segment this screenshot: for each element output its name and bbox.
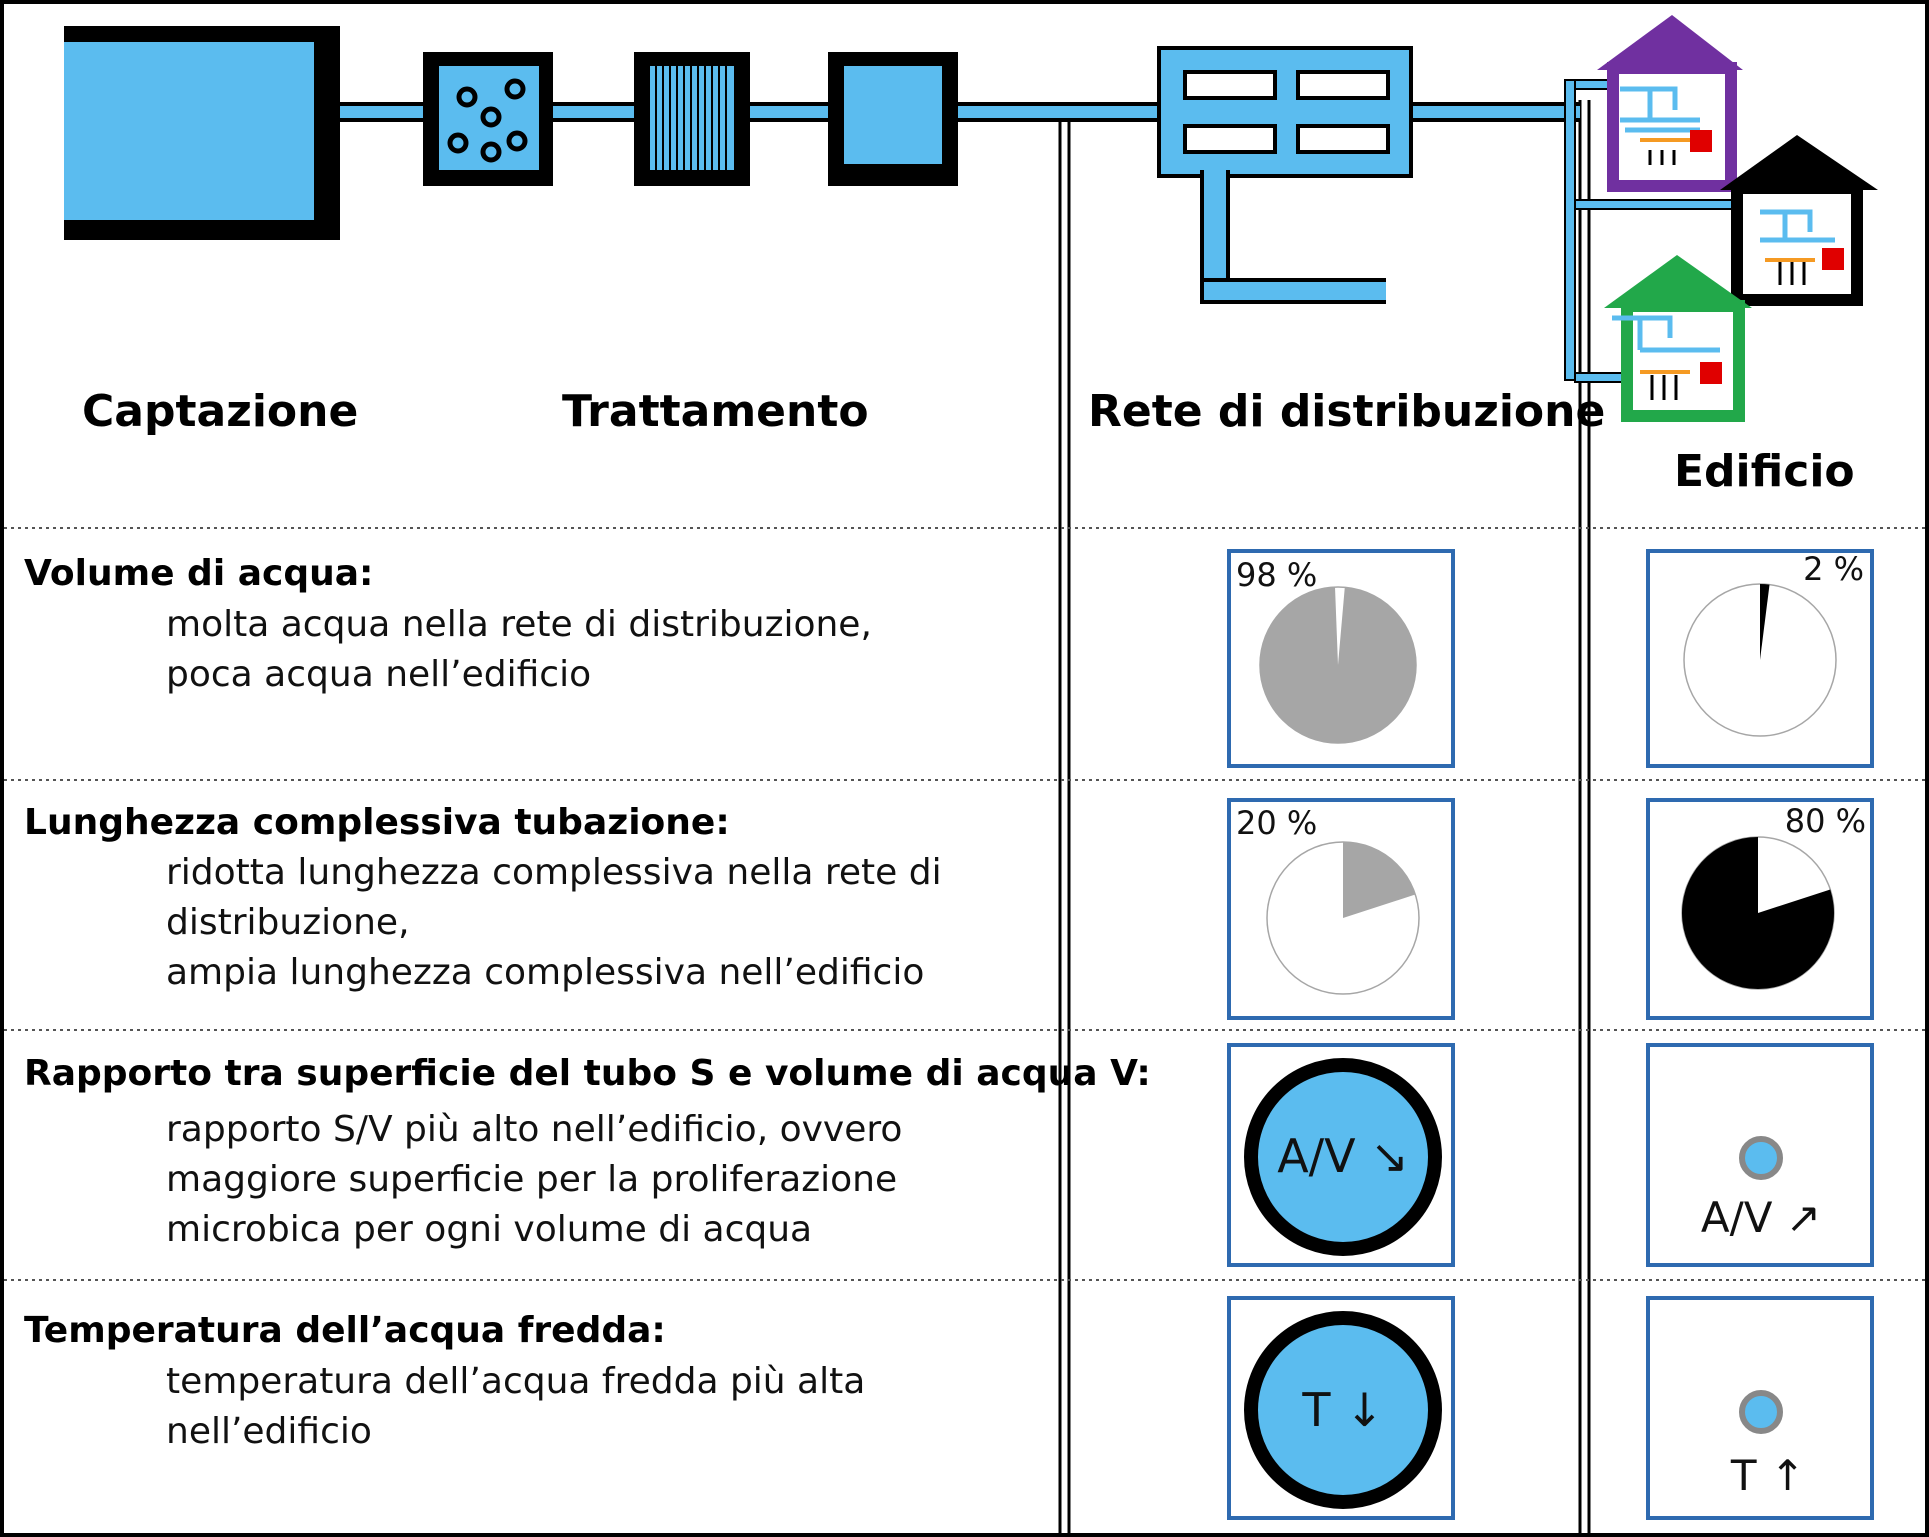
row2-description: ridotta lunghezza complessiva nella rete… (166, 852, 942, 993)
row1-edificio-pie-slice (1760, 584, 1770, 660)
row1-rete-panel: 98 % (1227, 549, 1455, 768)
row2-rete-pie-slice (1343, 842, 1416, 918)
house-black-icon (1720, 135, 1878, 306)
row2-rete-panel: 20 % (1227, 798, 1455, 1020)
row3-edificio-value: A/V ↗ (1701, 1193, 1821, 1242)
small-pipe-section-icon (1739, 1136, 1783, 1180)
row2-title: Lunghezza complessiva tubazione: (24, 802, 730, 843)
row1-rete-pie-slice (1259, 587, 1416, 743)
row4-rete-value: T ↓ (1301, 1383, 1383, 1437)
stage-captazione: Captazione (82, 386, 359, 437)
row4-title: Temperatura dell’acqua fredda: (24, 1310, 666, 1351)
column-separators (1058, 100, 1591, 1533)
stage-trattamento: Trattamento (562, 386, 869, 437)
row1-edificio-panel: 2 % (1646, 549, 1874, 768)
row1-rete-value: 98 % (1236, 556, 1317, 594)
row2-edificio-value: 80 % (1785, 802, 1866, 840)
row1-edificio-value: 2 % (1803, 550, 1864, 588)
row2-edificio-pie-slice (1682, 837, 1834, 989)
filter-unit-icon (634, 52, 750, 186)
stage-edificio: Edificio (1674, 446, 1855, 497)
row-separators (4, 527, 1925, 1281)
large-pipe-section-icon (1244, 1058, 1442, 1256)
distribution-network-icon (1157, 46, 1413, 304)
large-pipe-section-icon (1244, 1311, 1442, 1509)
row4-rete-panel: T ↓ (1227, 1296, 1455, 1520)
small-pipe-section-icon (1739, 1390, 1783, 1434)
row3-title: Rapporto tra superficie del tubo S e vol… (24, 1053, 1151, 1094)
row4-edificio-panel: T ↑ (1646, 1296, 1874, 1520)
reservoir-icon (64, 26, 340, 240)
row3-description: rapporto S/V più alto nell’edificio, ovv… (166, 1109, 903, 1250)
row1-description: molta acqua nella rete di distribuzione,… (166, 604, 872, 695)
house-green-icon (1604, 255, 1752, 422)
row4-edificio-value: T ↑ (1730, 1451, 1805, 1500)
aeration-unit-icon (423, 52, 553, 186)
row2-edificio-panel: 80 % (1646, 798, 1874, 1020)
storage-tank-icon (828, 52, 958, 186)
row1-title: Volume di acqua: (24, 553, 374, 594)
row3-rete-panel: A/V ↘ (1227, 1043, 1455, 1267)
house-purple-icon (1597, 15, 1743, 192)
row2-rete-value: 20 % (1236, 804, 1317, 842)
row3-edificio-panel: A/V ↗ (1646, 1043, 1874, 1267)
stage-rete: Rete di distribuzione (1088, 386, 1606, 437)
row3-rete-value: A/V ↘ (1277, 1129, 1409, 1183)
